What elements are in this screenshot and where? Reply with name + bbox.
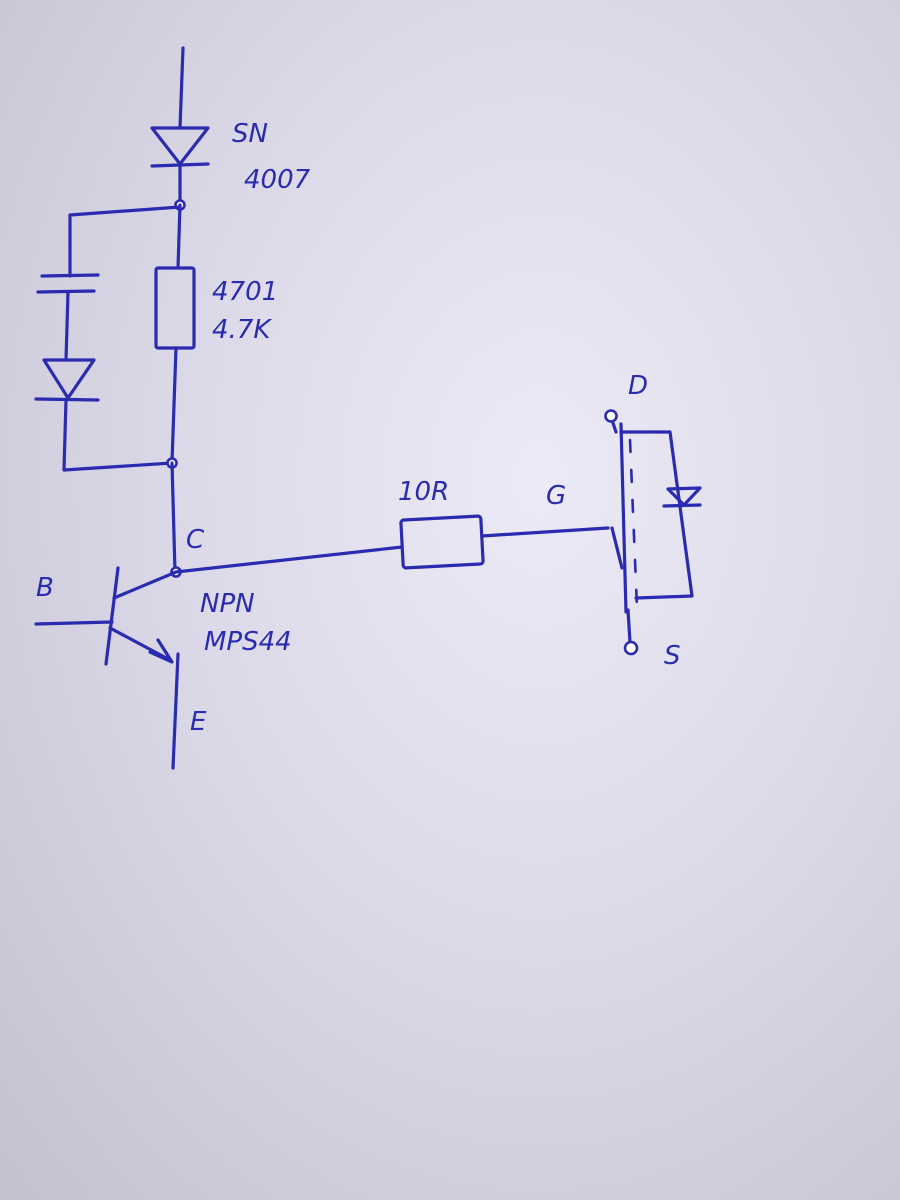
collector-wire xyxy=(170,461,177,574)
diode-sn4007 xyxy=(150,126,210,168)
label-mps44: MPS44 xyxy=(204,627,292,657)
capacitor xyxy=(36,273,100,294)
label-4k7: 4.7K xyxy=(212,315,272,345)
label-drain: D xyxy=(628,371,648,401)
wire-left-branch-top xyxy=(68,205,182,278)
label-4701: 4701 xyxy=(212,277,278,307)
gate-wire xyxy=(480,526,610,538)
supply-wire xyxy=(178,46,185,130)
emitter-wire xyxy=(171,652,180,770)
label-collector: C xyxy=(186,525,205,555)
wire-collector-to-gate-resistor xyxy=(174,545,404,574)
diode-left xyxy=(34,358,100,402)
wire-node-to-resistor xyxy=(176,203,182,270)
gate-resistor-10r xyxy=(399,514,485,570)
source-terminal xyxy=(623,640,639,656)
mosfet xyxy=(610,418,702,644)
npn-transistor xyxy=(104,566,178,666)
label-emitter: E xyxy=(190,707,207,737)
label-base: B xyxy=(36,573,54,603)
label-source: S xyxy=(664,641,681,671)
label-sn: SN xyxy=(232,119,268,149)
wire-left-branch-bottom xyxy=(62,398,174,472)
label-npn: NPN xyxy=(200,589,255,619)
wire-cap-to-diode xyxy=(64,290,70,362)
label-10r: 10R xyxy=(398,477,449,507)
drain-terminal xyxy=(604,409,618,423)
resistor-4k7 xyxy=(154,266,196,350)
base-wire xyxy=(34,620,114,626)
label-4007: 4007 xyxy=(244,165,311,195)
wire-resistor-to-node xyxy=(170,346,178,464)
label-gate: G xyxy=(546,481,566,511)
